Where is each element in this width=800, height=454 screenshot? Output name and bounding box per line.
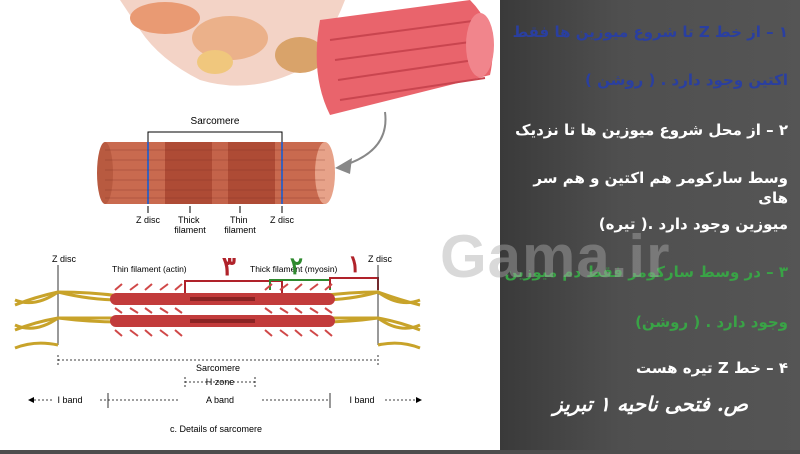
thin-filament-label: Thin filament (224, 215, 256, 235)
zoom-arrow-head (335, 158, 352, 174)
figure-caption: c. Details of sarcomere (170, 424, 262, 434)
i-band-right-label: I band (349, 395, 374, 405)
myofibril (97, 142, 335, 204)
detail-thin-label: Thin filament (actin) (112, 264, 187, 274)
sarcomere-figure: Sarcomere Z disc Thick filament Thin (0, 0, 500, 450)
actin-filaments (14, 290, 421, 350)
point-3-line-1: ۳ – در وسط سارکومر فقط دم میوزین (504, 263, 788, 281)
author-signature: ص. فتحی ناحیه ۱ تبریز (553, 392, 748, 416)
zdisc-left-label: Z disc (136, 215, 161, 225)
point-1-line-2: اکتین وجود دارد . ( روشن ) (585, 71, 788, 89)
point-1-line-1: ۱ – از خط Z تا شروع میوزین ها فقط (512, 23, 788, 41)
sarcomere-top-label: Sarcomere (191, 116, 240, 127)
i-band-left-label: I band (57, 395, 82, 405)
h-zone-label: H zone (206, 377, 235, 387)
annotation-3: ۳ (222, 251, 236, 281)
annotation-2: ۲ (290, 253, 303, 280)
zdisc-right-label: Z disc (270, 215, 295, 225)
watermark: Gama.ir (440, 223, 671, 290)
a-band-label: A band (206, 395, 234, 405)
point-3-line-2: وجود دارد . ( روشن) (635, 313, 788, 331)
point-2-line-1: ۲ – از محل شروع میوزین ها تا نزدیک (515, 121, 788, 139)
point-4-line-1: ۴ – خط Z تیره هست (635, 359, 788, 377)
zoom-arrow (344, 111, 387, 166)
myosin-filaments (110, 283, 335, 337)
point-2-line-2: وسط سارکومر هم اکتین و هم سر های (533, 169, 788, 207)
figure-svg: Sarcomere Z disc Thick filament Thin (14, 0, 494, 434)
detail-zdisc-right: Z disc (368, 254, 393, 264)
text-panel: ۱ – از خط Z تا شروع میوزین ها فقط اکتین … (500, 0, 800, 450)
detail-sarcomere-label: Sarcomere (196, 363, 240, 373)
thick-filament-label: Thick filament (174, 215, 206, 235)
annotation-1: ۱ (348, 251, 361, 278)
point-2-line-3: میوزین وجود دارد .( تیره) (598, 215, 788, 233)
detail-zdisc-left: Z disc (52, 254, 77, 264)
muscle-cell-illustration (120, 0, 494, 115)
detail-thick-label: Thick filament (myosin) (250, 264, 338, 274)
